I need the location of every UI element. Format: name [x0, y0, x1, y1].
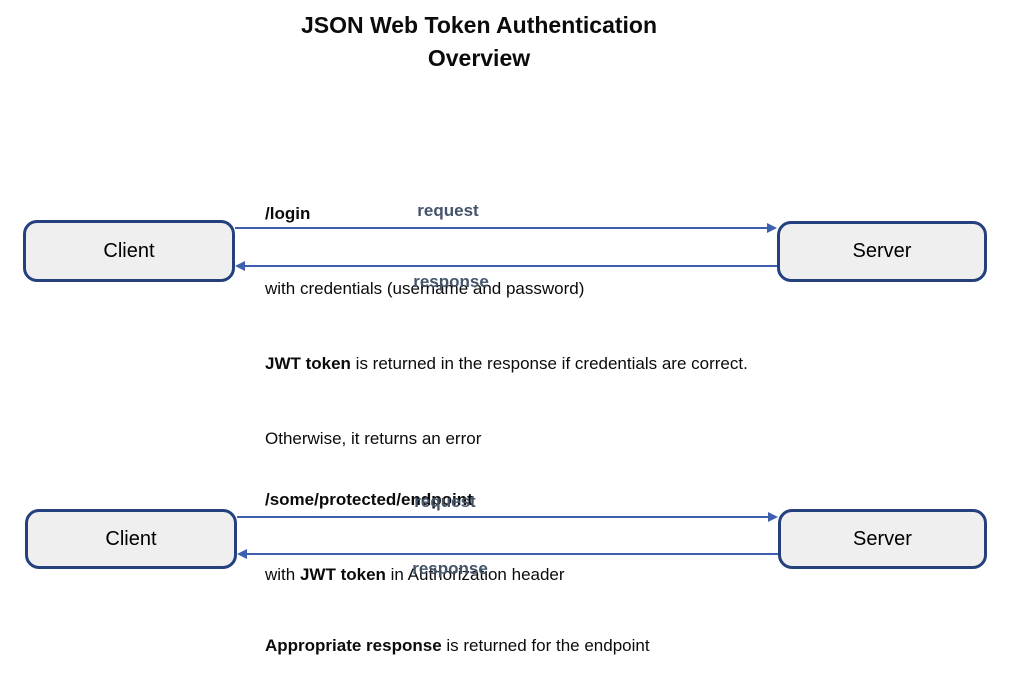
login-response-annotation: JWT token is returned in the response if…: [265, 301, 748, 501]
protected-detail-prefix: with: [265, 565, 300, 584]
protected-response-annotation: Appropriate response is returned for the…: [265, 583, 650, 683]
protected-client-label: Client: [105, 527, 157, 550]
title-line-1: JSON Web Token Authentication: [300, 12, 658, 38]
protected-server-label: Server: [853, 527, 912, 550]
protected-client-box: Client: [25, 509, 237, 569]
protected-detail-suffix: in Authorization header: [385, 565, 565, 584]
protected-server-box: Server: [778, 509, 987, 569]
protected-result-bold: Appropriate response: [265, 636, 442, 655]
login-server-label: Server: [852, 240, 912, 262]
login-result-line-1: JWT token is returned in the response if…: [265, 351, 748, 376]
login-request-annotation: /login with credentials (username and pa…: [265, 151, 584, 351]
login-server-box: Server: [777, 221, 987, 282]
protected-result-line-1: Appropriate response is returned for the…: [265, 633, 650, 658]
diagram-title: JSON Web Token Authentication Overview: [0, 9, 958, 75]
login-result-bold: JWT token: [265, 354, 351, 373]
login-result-line-2: Otherwise, it returns an error: [265, 429, 482, 448]
login-client-box: Client: [23, 220, 235, 282]
protected-endpoint-detail: with JWT token in Authorization header: [265, 562, 565, 587]
login-response-label: response: [413, 272, 489, 291]
login-request-label: request: [417, 201, 479, 220]
login-detail-text: with credentials (username and password): [265, 279, 585, 298]
login-result-rest: is returned in the response if credentia…: [350, 354, 748, 373]
login-client-label: Client: [103, 239, 155, 262]
login-endpoint-path: /login: [265, 204, 311, 223]
protected-response-arrow: [237, 549, 778, 559]
protected-endpoint-path: /some/protected/endpoint: [265, 490, 473, 509]
protected-result-rest: is returned for the endpoint: [441, 636, 650, 655]
title-line-2: Overview: [427, 45, 531, 71]
protected-request-arrow: [237, 512, 778, 522]
protected-request-annotation: /some/protected/endpoint with JWT token …: [265, 437, 565, 637]
login-request-arrow: [235, 223, 777, 233]
protected-detail-bold: JWT token: [299, 565, 386, 584]
login-response-arrow: [235, 261, 777, 271]
protected-response-label: response: [412, 559, 488, 578]
protected-request-label: request: [414, 492, 476, 511]
login-endpoint-detail: with credentials (username and password): [265, 276, 584, 301]
